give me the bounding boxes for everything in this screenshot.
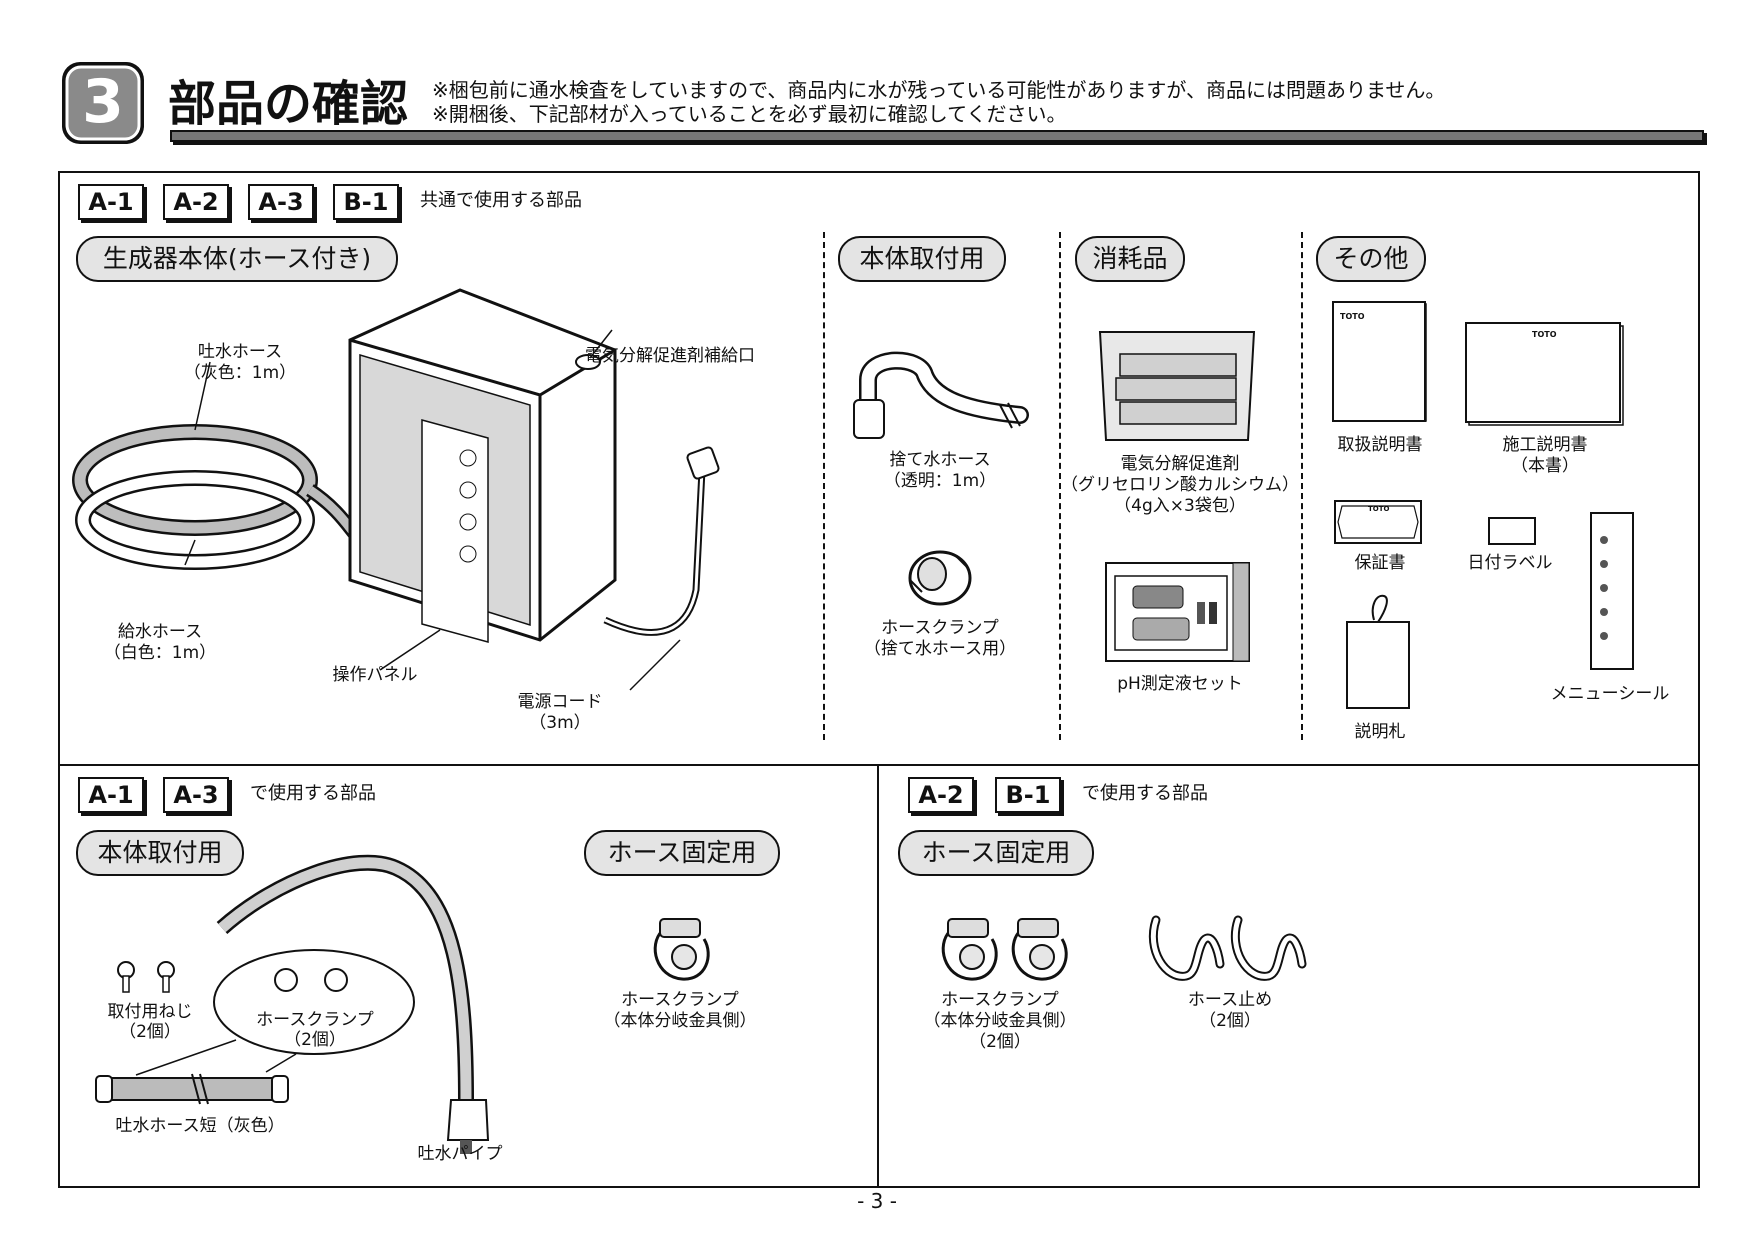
label-power-cord: 電源コード — [517, 692, 603, 712]
parts-frame — [58, 171, 1700, 1188]
label-date-label: 日付ラベル — [1467, 553, 1553, 573]
label-outlet-hose: 吐水ホース — [197, 342, 283, 362]
hose-clamp-single-icon — [653, 918, 710, 981]
section-divider-vertical — [877, 764, 879, 1188]
label-agent: 電気分解促進剤 — [1120, 454, 1240, 474]
page-title: 部品の確認 — [168, 76, 409, 132]
group-hose-fix-right: ホース固定用 — [898, 830, 1094, 876]
hose-stop-pair-icon — [1148, 915, 1307, 981]
dashed-divider-1 — [823, 232, 825, 740]
common-caption: 共通で使用する部品 — [420, 190, 582, 211]
label-drain-clamp: ホースクランプ — [881, 618, 999, 638]
model-tag-a3-lower: A-3 — [163, 777, 229, 813]
model-tag-b1: B-1 — [333, 184, 399, 220]
header-note-2: ※開梱後、下記部材が入っていることを必ず最初に確認してください。 — [432, 102, 1067, 126]
a2-b1-caption: で使用する部品 — [1082, 783, 1208, 804]
label-install-manual: 施工説明書 — [1502, 435, 1588, 455]
drain-hose-illustration — [853, 351, 1029, 439]
label-tag-card: 説明札 — [1354, 722, 1406, 742]
label-callout-clamp: ホースクランプ — [256, 1010, 374, 1030]
label-control-panel: 操作パネル — [332, 665, 418, 685]
label-single-clamp-side: （本体分岐金具側） — [603, 1011, 757, 1031]
group-hose-fix-left: ホース固定用 — [584, 830, 780, 876]
label-hose-stop: ホース止め — [1187, 990, 1273, 1010]
model-tag-a1-lower: A-1 — [78, 777, 144, 813]
label-install-manual-note: （本書） — [1511, 456, 1579, 476]
label-outlet-hose-spec: （灰色：1m） — [183, 363, 297, 383]
label-supply-port: 電気分解促進剤補給口 — [585, 346, 755, 366]
label-drain-clamp-use: （捨て水ホース用） — [863, 639, 1017, 659]
manual-brand: TOTO — [1340, 312, 1365, 321]
date-label-icon — [1488, 517, 1536, 545]
warranty-brand: TOTO — [1368, 505, 1390, 513]
label-inlet-hose: 給水ホース — [117, 622, 203, 642]
agent-pack-illustration — [1098, 331, 1256, 441]
label-screws: 取付用ねじ — [107, 1002, 193, 1022]
label-screws-count: （2個） — [119, 1022, 181, 1042]
label-callout-clamp-count: （2個） — [284, 1030, 346, 1050]
mounting-parts-illustration — [95, 854, 490, 1154]
generator-illustration — [72, 288, 720, 691]
group-main-body: 生成器本体(ホース付き) — [76, 236, 398, 282]
group-consumables: 消耗品 — [1075, 236, 1185, 282]
dashed-divider-2 — [1059, 232, 1061, 740]
manual-booklet-icon — [1332, 301, 1427, 422]
label-menu-seal: メニューシール — [1550, 684, 1670, 704]
page-number: - 3 - — [857, 1189, 897, 1213]
label-inlet-hose-spec: （白色：1m） — [103, 643, 217, 663]
group-mounting-lower: 本体取付用 — [76, 830, 244, 876]
model-tag-a2-lower: A-2 — [908, 777, 974, 813]
section-divider-horizontal — [58, 764, 1700, 766]
label-manual: 取扱説明書 — [1337, 435, 1423, 455]
model-tag-a1: A-1 — [78, 184, 144, 220]
hose-clamp-pair-icon — [941, 918, 1068, 981]
drain-clamp-illustration — [908, 550, 972, 606]
install-manual-icon — [1465, 322, 1624, 426]
header-note-1: ※梱包前に通水検査をしていますので、商品内に水が残っている可能性がありますが、商… — [432, 78, 1446, 102]
label-power-cord-spec: （3m） — [529, 713, 591, 733]
label-drain-hose: 捨て水ホース — [889, 450, 991, 470]
label-single-clamp: ホースクランプ — [621, 990, 739, 1010]
a1-a3-caption: で使用する部品 — [250, 783, 376, 804]
label-outlet-pipe: 吐水パイプ — [417, 1144, 503, 1164]
ph-set-illustration — [1105, 562, 1250, 662]
step-number: 3 — [82, 67, 124, 137]
group-others: その他 — [1316, 236, 1426, 282]
menu-seal-icon — [1590, 512, 1634, 670]
header-rule — [170, 130, 1704, 142]
dashed-divider-3 — [1301, 232, 1303, 740]
model-tag-a3: A-3 — [248, 184, 314, 220]
label-drain-hose-spec: （透明：1m） — [883, 471, 997, 491]
install-manual-brand: TOTO — [1532, 330, 1557, 339]
label-agent-amount: （4g入×3袋包） — [1114, 496, 1246, 516]
label-short-hose: 吐水ホース短（灰色） — [115, 1116, 285, 1136]
label-clamp-pair: ホースクランプ — [941, 990, 1059, 1010]
tag-card-icon — [1346, 594, 1410, 709]
label-clamp-pair-side: （本体分岐金具側） — [923, 1011, 1077, 1031]
warranty-card-icon — [1334, 500, 1422, 544]
model-tag-a2: A-2 — [163, 184, 229, 220]
label-ph-set: pH測定液セット — [1117, 674, 1243, 694]
label-warranty: 保証書 — [1354, 553, 1406, 573]
label-agent-type: （グリセロリン酸カルシウム） — [1061, 475, 1299, 495]
group-mounting: 本体取付用 — [838, 236, 1006, 282]
model-tag-b1-lower: B-1 — [995, 777, 1061, 813]
label-clamp-pair-count: （2個） — [969, 1032, 1031, 1052]
step-badge-icon — [62, 62, 144, 144]
label-hose-stop-count: （2個） — [1199, 1011, 1261, 1031]
